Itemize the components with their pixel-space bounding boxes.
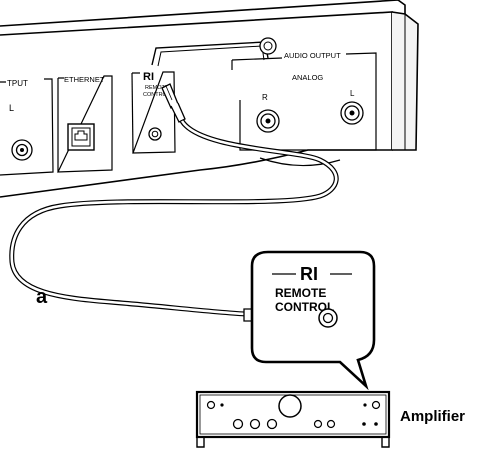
digital-output-section: TPUT L bbox=[0, 78, 54, 176]
ethernet-section: ETHERNET bbox=[57, 75, 113, 173]
channel-l-label: L bbox=[350, 89, 355, 98]
remote-label-line2: CONTROL bbox=[275, 300, 334, 314]
remote-control-label-line1: REMOTE bbox=[145, 85, 169, 91]
channel-r-label: R bbox=[262, 93, 268, 102]
cable-label: a bbox=[36, 286, 48, 308]
amplifier-label: Amplifier bbox=[400, 408, 465, 425]
output-partial-label: TPUT bbox=[7, 79, 28, 88]
screw-icon bbox=[259, 37, 277, 55]
audio-output-label: AUDIO OUTPUT bbox=[284, 51, 341, 60]
ri-jack-large bbox=[318, 308, 338, 328]
optical-partial-label: L bbox=[9, 103, 14, 113]
source-device-rear: TPUT L ETHERNET RI REMOTE CONTROL bbox=[0, 0, 419, 198]
callout-magnifier: RI REMOTE CONTROL bbox=[250, 250, 376, 391]
volume-knob-icon bbox=[278, 394, 302, 418]
amplifier-device bbox=[195, 390, 391, 448]
chassis-top bbox=[0, 0, 406, 27]
analog-r-jack bbox=[256, 109, 280, 133]
ri-logo-large: RI bbox=[300, 264, 318, 284]
rear-handle bbox=[151, 41, 269, 66]
analog-label: ANALOG bbox=[292, 73, 323, 82]
ri-logo-small: RI bbox=[143, 71, 154, 83]
ethernet-label: ETHERNET bbox=[64, 75, 105, 84]
ri-jack-small bbox=[148, 127, 162, 141]
audio-output-section: AUDIO OUTPUT ANALOG R L bbox=[231, 51, 377, 151]
callout-bubble bbox=[250, 250, 376, 391]
remote-label-line1: REMOTE bbox=[275, 286, 326, 300]
ethernet-port-icon bbox=[67, 123, 95, 151]
ri-remote-section: RI REMOTE CONTROL bbox=[131, 71, 176, 154]
remote-control-label-line2: CONTROL bbox=[143, 92, 170, 98]
analog-l-jack bbox=[340, 101, 364, 125]
